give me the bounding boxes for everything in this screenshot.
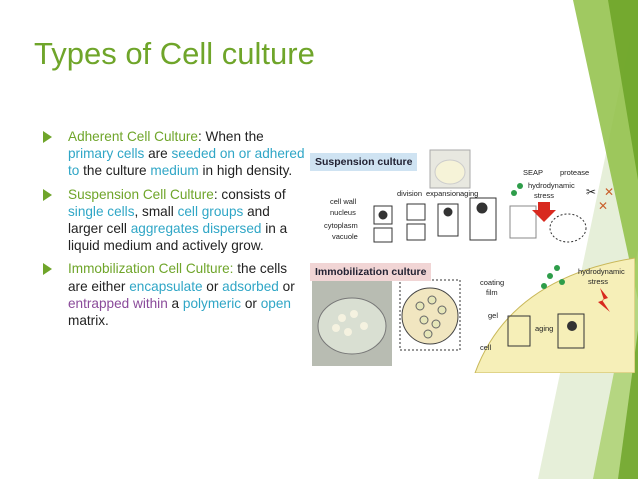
bullet-segment: Immobilization Cell Culture: <box>68 261 234 277</box>
bullet-segment: adsorbed <box>222 278 279 294</box>
label-seap: SEAP <box>523 168 543 177</box>
bullet-segment: the cells are either <box>68 261 288 294</box>
suspension-culture-label: Suspension culture <box>310 153 418 171</box>
label-aging-2: aging <box>535 324 553 333</box>
bullet-segment: are <box>144 146 172 162</box>
label-aging: aging <box>460 189 478 198</box>
bullet-segment: aggregates <box>130 221 199 237</box>
label-gel: gel <box>488 311 498 320</box>
label-hydrodynamic: hydrodynamic <box>528 181 575 190</box>
label-expansion: expansion <box>426 189 460 198</box>
cross-icon: ✕ <box>598 199 608 213</box>
bullet-segment: medium <box>150 163 199 179</box>
immob-cell-aged <box>557 313 585 349</box>
bullet-segment: seeded on or adhered to <box>68 146 305 179</box>
bullet-arrow-icon <box>43 263 52 276</box>
immobilization-culture-label: Immobilization culture <box>310 263 432 281</box>
label-protease: protease <box>560 168 589 177</box>
bullet-segment: open <box>260 295 291 311</box>
label-hydrodynamic-2: hydrodynamic <box>578 267 625 276</box>
bullet-segment: in high density. <box>198 163 293 179</box>
bullet-segment: : When the <box>197 129 264 144</box>
label-vacuole: vacuole <box>332 232 358 241</box>
bullet-text: Adherent Cell Culture: When the primary … <box>68 129 305 178</box>
bullet-arrow-icon <box>43 131 52 143</box>
bullet-suspension: Suspension Cell Culture: consists of sin… <box>43 186 305 255</box>
seap-dot <box>511 190 517 196</box>
suspension-cells <box>373 197 587 243</box>
gel-bead <box>401 287 459 345</box>
slide-title: Types of Cell culture <box>34 36 315 71</box>
bullet-segment: dispersed <box>202 221 262 237</box>
bullet-segment: : consists of <box>213 186 286 202</box>
bullet-segment: Suspension Cell Culture <box>68 186 214 202</box>
label-stress: stress <box>534 191 554 200</box>
bullet-segment: cell groups <box>177 203 244 219</box>
lightning-icon <box>598 288 610 312</box>
immob-cell <box>507 315 531 347</box>
bullet-segment: or <box>202 278 223 294</box>
red-arrow-icon <box>532 202 556 222</box>
label-coating: coating <box>480 278 504 287</box>
bullet-arrow-icon <box>43 188 52 201</box>
label-film: film <box>486 288 498 297</box>
label-cell: cell <box>480 343 492 352</box>
bullet-segment: in a liquid medium and actively grow. <box>68 221 288 254</box>
bullet-segment: or <box>278 278 295 294</box>
bullet-text: Immobilization Cell Culture: the cells a… <box>68 261 295 328</box>
cross-icon: ✕ <box>604 185 614 199</box>
bead-dish <box>317 297 387 355</box>
gel-layer <box>474 257 636 374</box>
bullet-segment: polymeric <box>182 295 242 311</box>
bullet-segment: and larger cell <box>68 203 270 237</box>
bullet-segment: entrapped within <box>68 295 168 311</box>
bullet-segment: Adherent Cell Culture <box>68 129 198 144</box>
label-stress-2: stress <box>588 277 608 286</box>
label-cytoplasm: cytoplasm <box>324 221 358 230</box>
bullet-segment: the culture <box>79 163 151 179</box>
label-division: division <box>397 189 422 198</box>
bullet-segment: primary cells <box>68 146 145 162</box>
bullet-text: Suspension Cell Culture: consists of sin… <box>68 187 287 254</box>
flask-liquid <box>434 159 466 185</box>
bullet-adherent: Adherent Cell Culture: When the primary … <box>43 128 305 180</box>
bullet-immobilization: Immobilization Cell Culture: the cells a… <box>43 260 305 329</box>
bullet-segment: encapsulate <box>129 278 203 294</box>
bullet-segment: , small <box>134 203 178 219</box>
cell-culture-figure: Suspension culture Immobilization cultur… <box>310 148 636 374</box>
bullet-list: Adherent Cell Culture: When the primary … <box>43 128 305 335</box>
bullet-segment: matrix. <box>68 313 109 329</box>
bullet-segment: a <box>167 295 183 311</box>
label-nucleus: nucleus <box>330 208 356 217</box>
figure-diagram: cell wall nucleus cytoplasm vacuole divi… <box>312 149 636 374</box>
scissors-icon: ✂ <box>586 185 596 199</box>
bullet-segment: or <box>241 295 261 311</box>
bullet-segment: single cells <box>68 203 135 219</box>
label-cell-wall: cell wall <box>330 197 357 206</box>
seap-dot <box>517 183 523 189</box>
